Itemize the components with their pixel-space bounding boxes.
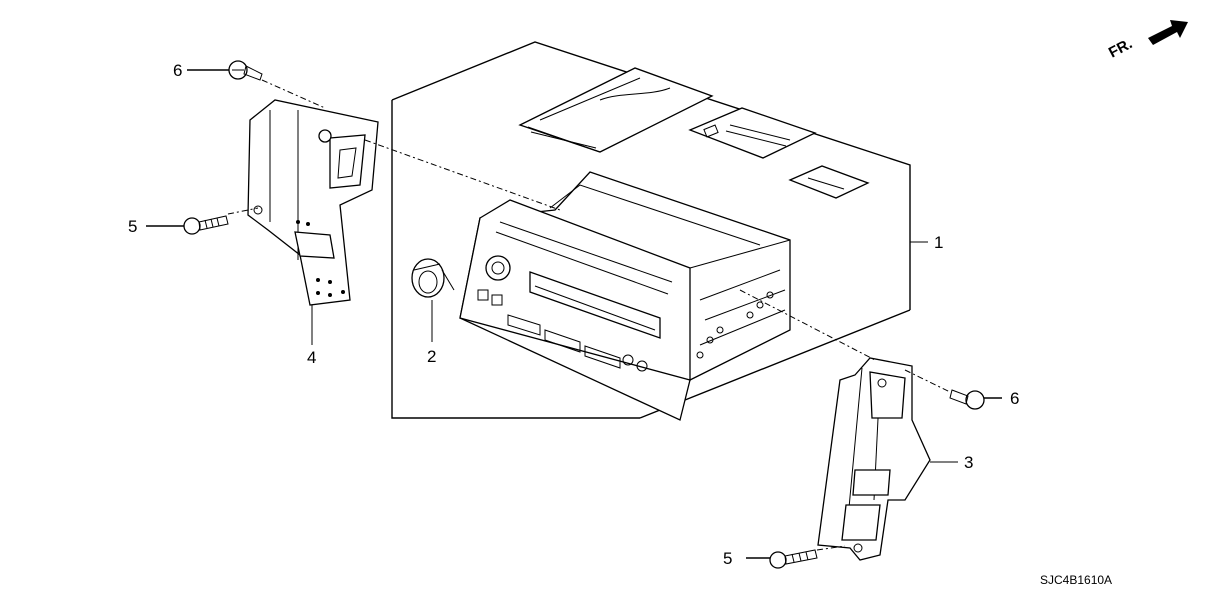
left-bracket xyxy=(247,99,379,306)
bolt-right xyxy=(949,389,985,410)
right-bracket xyxy=(817,357,931,561)
serial-label xyxy=(788,165,870,199)
alignment-lines xyxy=(227,79,951,551)
front-direction-indicator: FR. xyxy=(1106,20,1188,62)
callout-6-right: 6 xyxy=(1010,389,1019,408)
knob xyxy=(411,258,455,298)
callout-5-left: 5 xyxy=(128,217,137,236)
arrow-icon xyxy=(1148,20,1188,45)
instruction-card xyxy=(688,107,817,159)
callout-4: 4 xyxy=(307,348,316,367)
diagram-code: SJC4B1610A xyxy=(1040,573,1112,587)
callout-3: 3 xyxy=(964,453,973,472)
audio-unit xyxy=(459,171,791,421)
callout-6-top: 6 xyxy=(173,61,182,80)
fr-label: FR. xyxy=(1106,35,1135,61)
callout-1: 1 xyxy=(934,233,943,252)
bolt-top-left xyxy=(228,60,263,81)
callout-5-bottom: 5 xyxy=(723,549,732,568)
callout-2: 2 xyxy=(427,347,436,366)
screw-bottom xyxy=(769,549,818,569)
screw-left xyxy=(183,215,229,235)
leader-lines xyxy=(146,69,1002,559)
owners-manual-packet xyxy=(518,67,714,153)
